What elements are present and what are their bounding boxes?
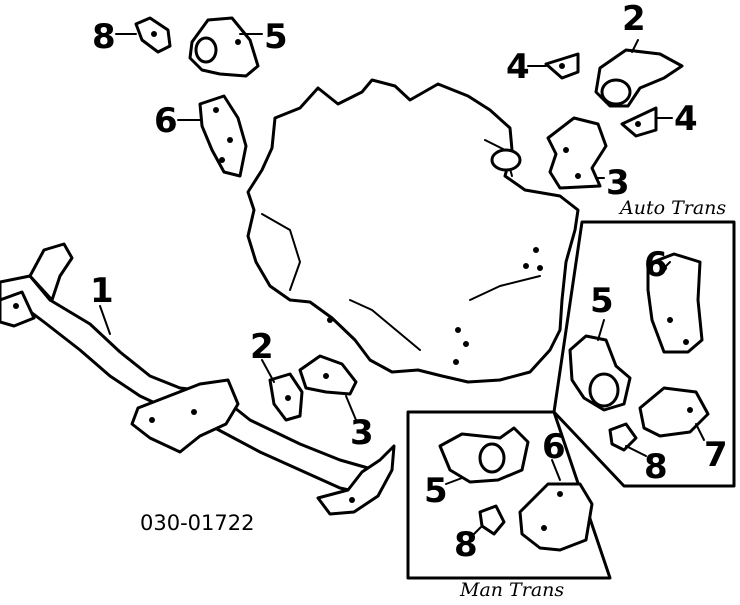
callout-numbers: 8 5 6 2 4 4 3 1 2 3 6 5 7 8 6 5 8 [90,0,728,565]
callout-8-man: 8 [454,525,478,565]
part-6-top [198,94,248,178]
part-4-top-left [544,52,580,80]
callout-2-top: 2 [622,0,646,39]
part-8-top [134,16,172,54]
callout-6-auto: 6 [644,245,668,285]
callout-6-top: 6 [154,101,178,141]
part-5-top [188,16,260,78]
part-3-middle [298,354,358,396]
man-trans-box [406,410,612,580]
callout-1: 1 [90,271,114,311]
callout-3-top: 3 [606,163,630,203]
part-3-top [546,116,608,190]
callout-5-man: 5 [424,471,448,511]
engine-block-outline [246,78,580,384]
part-2-top [594,48,684,108]
part-2-middle [268,372,304,422]
part-4-top-right [620,106,658,138]
callout-2-middle: 2 [250,327,274,367]
callout-4-top-left: 4 [506,47,530,87]
callout-8-auto: 8 [644,447,668,487]
callout-7-auto: 7 [704,435,728,475]
callout-3-middle: 3 [350,413,374,453]
auto-trans-box [552,220,736,488]
diagram-code: 030-01722 [140,511,254,535]
caption-man-trans: Man Trans [459,579,564,600]
callout-8-top: 8 [92,17,116,57]
crossmember-part-1 [0,242,396,516]
callout-4-top-right: 4 [674,99,698,139]
callout-5-top: 5 [264,17,288,57]
leader-lines [99,33,705,537]
caption-auto-trans: Auto Trans [618,197,726,219]
callout-6-man: 6 [542,427,566,467]
callout-5-auto: 5 [590,281,614,321]
